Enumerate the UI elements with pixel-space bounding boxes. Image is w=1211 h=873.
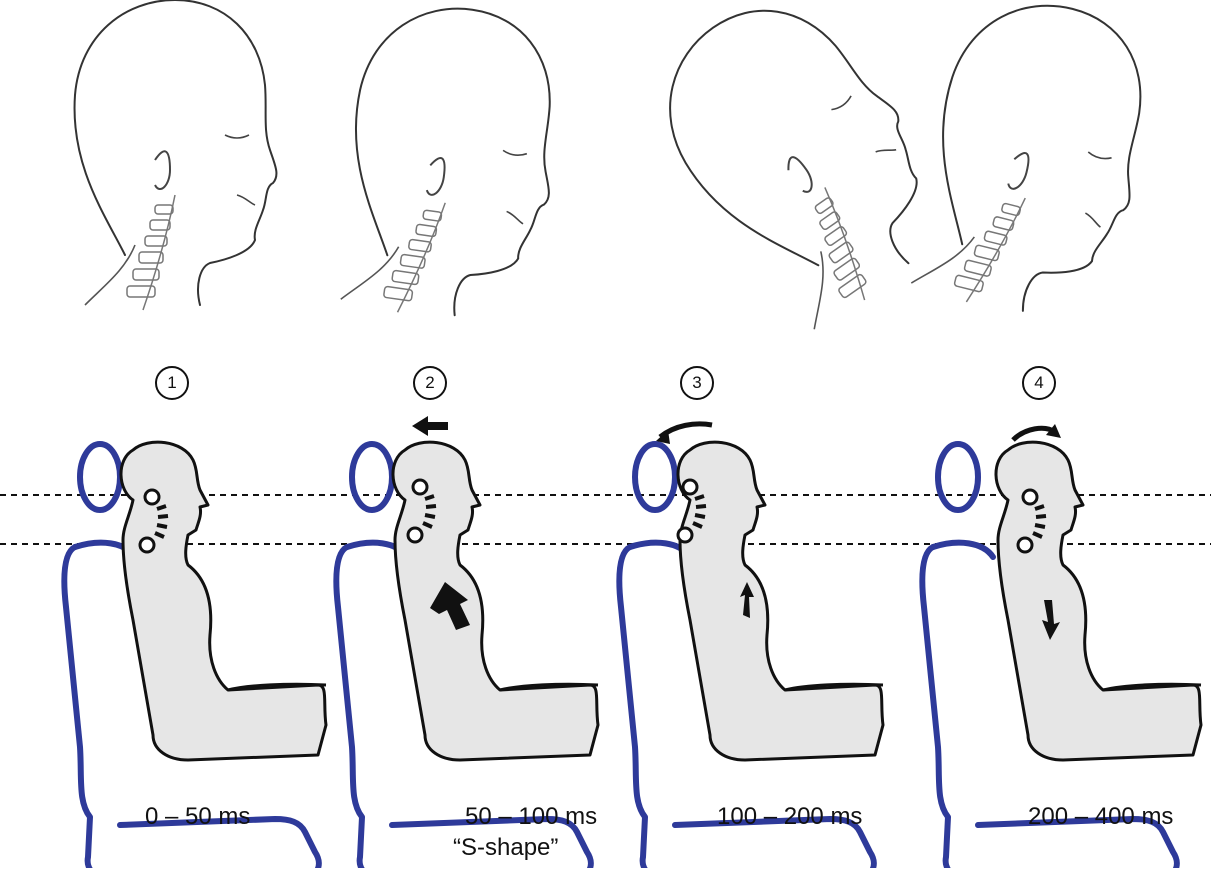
stage-number-4: 4: [1022, 366, 1056, 400]
arrow-left-icon: [412, 416, 448, 436]
stage-time-3: 100 – 200 ms: [717, 803, 862, 831]
stage-note-2: “S-shape”: [453, 834, 558, 862]
stage-time-2: 50 – 100 ms: [465, 803, 597, 831]
neck-sketch-4: [900, 0, 1171, 334]
occupant-stage-3: [678, 442, 883, 760]
neck-sketch-3: [631, 0, 974, 339]
neck-sketch-2: [330, 0, 573, 331]
stage-number-2: 2: [413, 366, 447, 400]
stage-time-4: 200 – 400 ms: [1028, 803, 1173, 831]
stage-time-1: 0 – 50 ms: [145, 803, 250, 831]
stage-number-1: 1: [155, 366, 189, 400]
neck-sketch-1: [75, 0, 277, 310]
stage-number-3: 3: [680, 366, 714, 400]
